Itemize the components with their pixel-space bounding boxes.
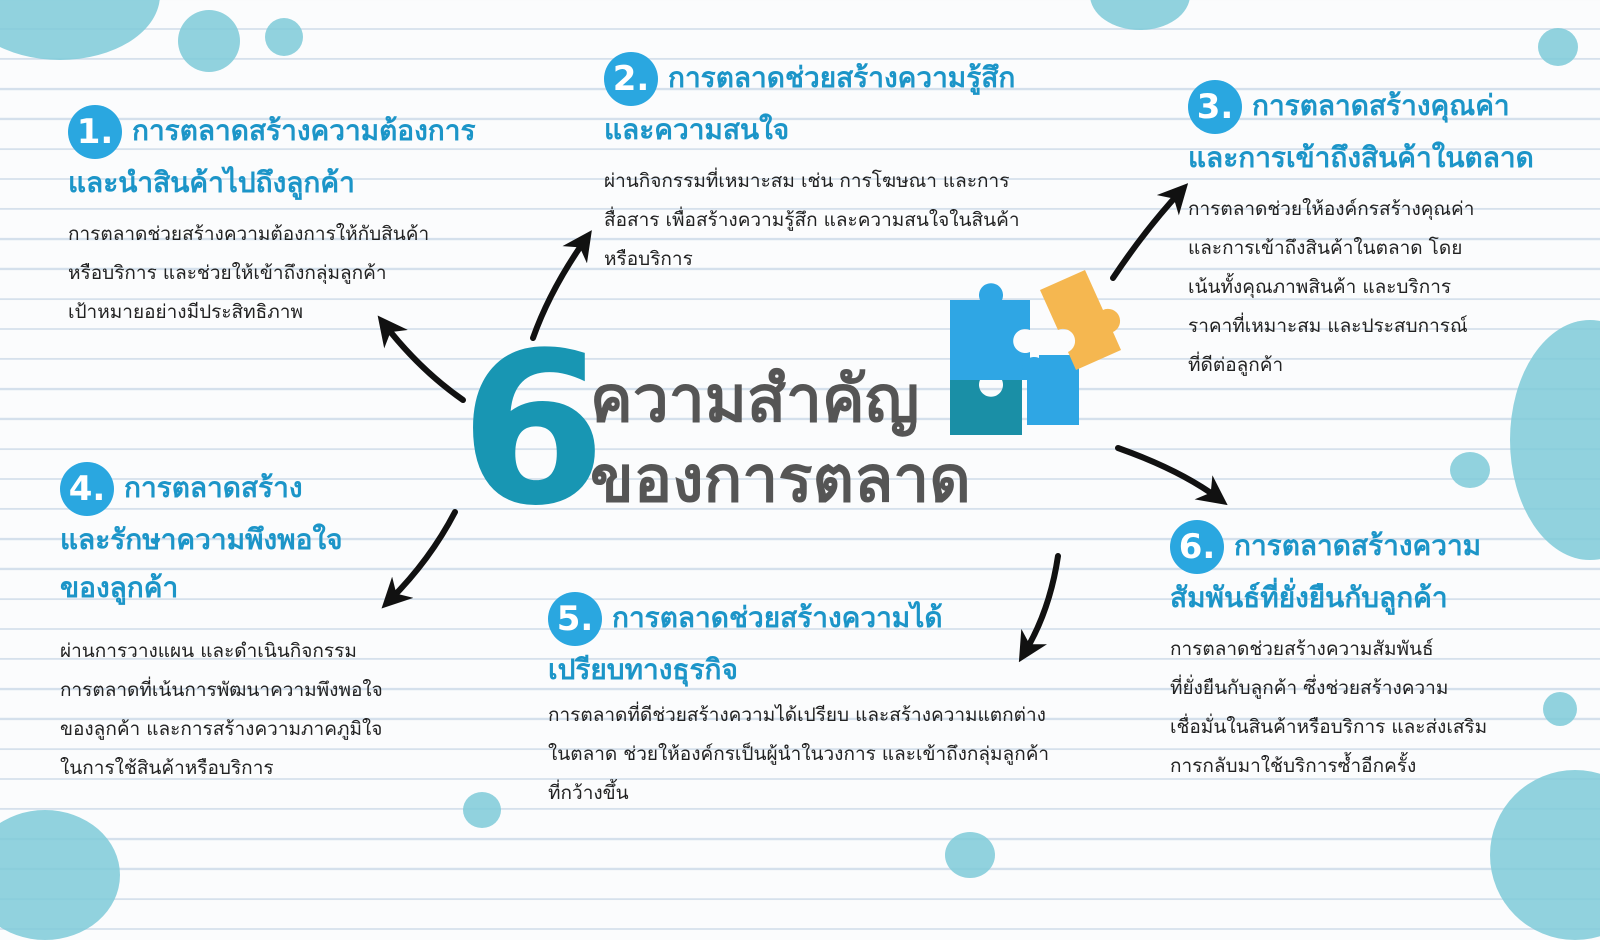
decor-blob xyxy=(463,792,501,828)
card-title-line: ของลูกค้า xyxy=(60,571,179,604)
main-title: ความสำคัญ ของการตลาด xyxy=(590,360,971,520)
number-badge: 4. xyxy=(60,462,114,516)
main-title-line1: ความสำคัญ xyxy=(590,363,920,437)
card-6: 6. การตลาดสร้างความ สัมพันธ์ที่ยั่งยืนกับ… xyxy=(1170,520,1580,786)
card-text-line: ของลูกค้า และการสร้างความภาคภูมิใจ xyxy=(60,718,383,740)
card-4-body: ผ่านการวางแผน และดำเนินกิจกรรม การตลาดที… xyxy=(60,632,460,788)
card-2-body: ผ่านกิจกรรมที่เหมาะสม เช่น การโฆษณา และก… xyxy=(604,162,1104,279)
arrow-to-card-6 xyxy=(1115,445,1228,506)
card-text-line: ที่ดีต่อลูกค้า xyxy=(1188,354,1284,376)
card-6-title: 6. การตลาดสร้างความ สัมพันธ์ที่ยั่งยืนกับ… xyxy=(1170,520,1580,622)
decor-blob xyxy=(178,10,240,72)
card-3: 3. การตลาดสร้างคุณค่า และการเข้าถึงสินค้า… xyxy=(1188,80,1578,385)
card-2-title: 2. การตลาดช่วยสร้างความรู้สึก และความสนใจ xyxy=(604,52,1104,154)
card-text-line: ราคาที่เหมาะสม และประสบการณ์ xyxy=(1188,315,1468,337)
card-text-line: การตลาดช่วยสร้างความต้องการให้กับสินค้า xyxy=(68,223,430,245)
card-title-line: และการเข้าถึงสินค้าในตลาด xyxy=(1188,141,1534,174)
arrow-to-card-1 xyxy=(377,315,466,403)
card-text-line: การตลาดที่ดีช่วยสร้างความได้เปรียบ และสร… xyxy=(548,704,1046,726)
number-badge: 2. xyxy=(604,52,658,106)
card-text-line: หรือบริการ xyxy=(604,248,693,270)
arrow-to-card-3 xyxy=(1110,183,1189,281)
card-text-line: ผ่านกิจกรรมที่เหมาะสม เช่น การโฆษณา และก… xyxy=(604,170,1010,192)
card-title-line: และรักษาความพึงพอใจ xyxy=(60,523,343,556)
decor-blob xyxy=(265,18,303,56)
card-5: 5. การตลาดช่วยสร้างความได้ เปรียบทางธุรกิ… xyxy=(548,592,1148,813)
center-title: 6 ความสำคัญ ของการตลาด xyxy=(460,307,1100,560)
number-badge: 5. xyxy=(548,592,602,646)
card-title-line: และความสนใจ xyxy=(604,113,790,146)
card-title-line: การตลาดช่วยสร้างความรู้สึก xyxy=(668,61,1016,94)
card-text-line: ในตลาด ช่วยให้องค์กรเป็นผู้นำในวงการ และ… xyxy=(548,743,1050,765)
card-text-line: และการเข้าถึงสินค้าในตลาด โดย xyxy=(1188,237,1463,259)
card-title-line: การตลาดสร้างความ xyxy=(1234,529,1482,562)
card-1: 1. การตลาดสร้างความต้องการ และนำสินค้าไปถ… xyxy=(68,105,508,332)
card-text-line: ในการใช้สินค้าหรือบริการ xyxy=(60,757,274,779)
card-4-title: 4. การตลาดสร้าง และรักษาความพึงพอใจ ของลู… xyxy=(60,462,460,612)
card-1-title: 1. การตลาดสร้างความต้องการ และนำสินค้าไปถ… xyxy=(68,105,508,207)
decor-blob xyxy=(1450,452,1490,488)
card-5-body: การตลาดที่ดีช่วยสร้างความได้เปรียบ และสร… xyxy=(548,696,1148,813)
card-text-line: เน้นทั้งคุณภาพสินค้า และบริการ xyxy=(1188,276,1452,298)
decor-blob xyxy=(1538,28,1578,66)
card-text-line: การกลับมาใช้บริการซ้ำอีกครั้ง xyxy=(1170,755,1417,777)
card-title-line: การตลาดสร้างความต้องการ xyxy=(132,114,476,147)
arrow-to-card-4 xyxy=(381,509,458,609)
card-text-line: หรือบริการ และช่วยให้เข้าถึงกลุ่มลูกค้า xyxy=(68,262,387,284)
card-4: 4. การตลาดสร้าง และรักษาความพึงพอใจ ของลู… xyxy=(60,462,460,788)
card-text-line: การตลาดช่วยให้องค์กรสร้างคุณค่า xyxy=(1188,198,1475,220)
number-badge: 1. xyxy=(68,105,122,159)
card-3-title: 3. การตลาดสร้างคุณค่า และการเข้าถึงสินค้า… xyxy=(1188,80,1578,182)
card-5-title: 5. การตลาดช่วยสร้างความได้ เปรียบทางธุรกิ… xyxy=(548,592,1148,694)
card-1-body: การตลาดช่วยสร้างความต้องการให้กับสินค้า … xyxy=(68,215,508,332)
card-text-line: การตลาดที่เน้นการพัฒนาความพึงพอใจ xyxy=(60,679,383,701)
card-title-line: และนำสินค้าไปถึงลูกค้า xyxy=(68,166,355,199)
card-text-line: เชื่อมั่นในสินค้าหรือบริการ และส่งเสริม xyxy=(1170,716,1488,738)
big-six: 6 xyxy=(460,307,607,552)
puzzle-icon xyxy=(950,270,1121,435)
number-badge: 3. xyxy=(1188,80,1242,134)
card-text-line: การตลาดช่วยสร้างความสัมพันธ์ xyxy=(1170,638,1434,660)
card-title-line: สัมพันธ์ที่ยั่งยืนกับลูกค้า xyxy=(1170,581,1448,614)
number-badge: 6. xyxy=(1170,520,1224,574)
card-text-line: ที่กว้างขึ้น xyxy=(548,782,629,804)
arrow-to-card-5 xyxy=(1018,553,1061,663)
decor-blob xyxy=(1543,692,1577,726)
card-title-line: เปรียบทางธุรกิจ xyxy=(548,653,738,686)
card-2: 2. การตลาดช่วยสร้างความรู้สึก และความสนใจ… xyxy=(604,52,1104,279)
card-3-body: การตลาดช่วยให้องค์กรสร้างคุณค่า และการเข… xyxy=(1188,190,1578,385)
main-title-line2: ของการตลาด xyxy=(590,443,971,517)
decor-blob xyxy=(945,832,995,878)
arrow-to-card-2 xyxy=(530,230,592,341)
arrows-layer xyxy=(377,183,1228,663)
card-text-line: ที่ยั่งยืนกับลูกค้า ซึ่งช่วยสร้างความ xyxy=(1170,677,1449,699)
card-text-line: ผ่านการวางแผน และดำเนินกิจกรรม xyxy=(60,640,357,662)
card-title-line: การตลาดช่วยสร้างความได้ xyxy=(612,601,943,634)
card-title-line: การตลาดสร้างคุณค่า xyxy=(1252,89,1510,122)
card-6-body: การตลาดช่วยสร้างความสัมพันธ์ ที่ยั่งยืนก… xyxy=(1170,630,1580,786)
card-text-line: สื่อสาร เพื่อสร้างความรู้สึก และความสนใจ… xyxy=(604,209,1020,231)
card-title-line: การตลาดสร้าง xyxy=(124,471,303,504)
card-text-line: เป้าหมายอย่างมีประสิทธิภาพ xyxy=(68,301,303,323)
